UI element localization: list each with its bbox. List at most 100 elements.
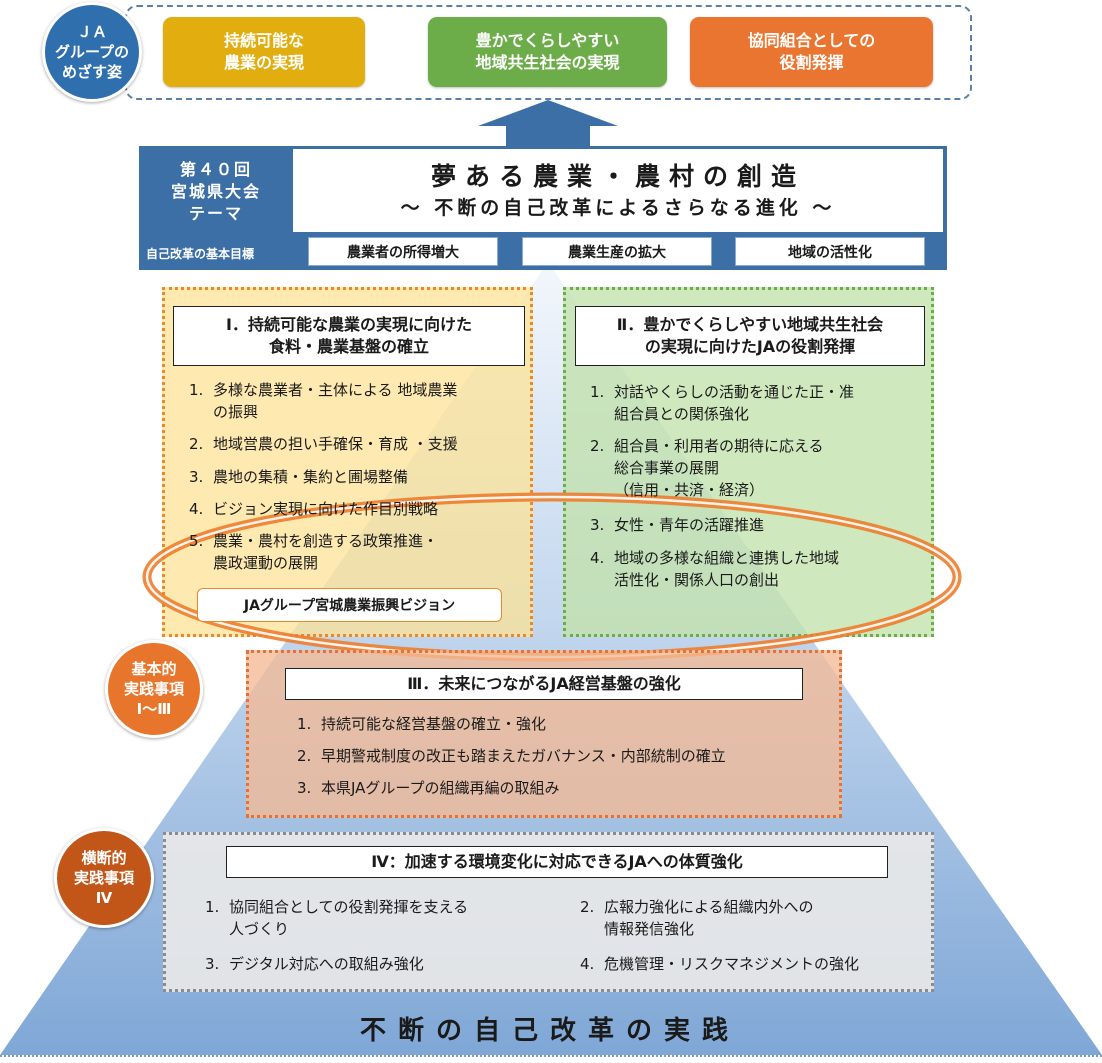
section-4-item-1: 1. 協同組合としての役割発揮を支える人づくり bbox=[205, 896, 555, 940]
item-text: 持続可能な経営基盤の確立・強化 bbox=[321, 715, 547, 733]
vision-box: JAグループ宮城農業振興ビジョン bbox=[197, 588, 502, 622]
item-line: 多様な農業者・主体による 地域農業 bbox=[213, 381, 458, 399]
item-text: デジタル対応への取組み強化 bbox=[229, 955, 424, 973]
item-line: 活性化・関係人口の創出 bbox=[614, 571, 780, 589]
badge-line: グループの bbox=[54, 43, 130, 61]
theme-label-line: 宮城県大会 bbox=[170, 182, 261, 201]
item-number: 2. bbox=[590, 437, 605, 455]
section-1-item-2: 2. 地域営農の担い手確保・育成 ・支援 bbox=[189, 433, 529, 455]
section-2-title: Ⅱ．豊かでくらしやすい地域共生社会 の実現に向けたJAの役割発揮 bbox=[575, 306, 925, 366]
goal-line: 持続可能な bbox=[223, 31, 304, 50]
ja-goal-badge: ＪＡ グループの めざす姿 bbox=[42, 2, 142, 102]
item-text: 農業・農村を創造する政策推進・農政運動の展開 bbox=[213, 530, 529, 574]
badge-line: めざす姿 bbox=[61, 63, 122, 81]
section-1-item-1: 1. 多様な農業者・主体による 地域農業の振興 bbox=[189, 379, 529, 423]
section-4-item-3: 3. デジタル対応への取組み強化 bbox=[205, 953, 555, 975]
item-number: 1. bbox=[189, 381, 204, 399]
section-3-item-2: 2. 早期警戒制度の改正も踏まえたガバナンス・内部統制の確立 bbox=[297, 745, 837, 767]
item-text: 協同組合としての役割発揮を支える人づくり bbox=[229, 896, 555, 940]
section-2-item-4: 4. 地域の多様な組織と連携した地域活性化・関係人口の創出 bbox=[590, 547, 925, 591]
goal-line: 豊かでくらしやすい bbox=[475, 31, 620, 50]
item-number: 2. bbox=[580, 898, 595, 916]
section-2-title-line: の実現に向けたJAの役割発揮 bbox=[644, 337, 856, 356]
badge-line: 横断的 bbox=[81, 849, 127, 867]
badge-line: Ⅰ～Ⅲ bbox=[136, 700, 172, 718]
item-line: 協同組合としての役割発揮を支える bbox=[229, 898, 469, 916]
item-line: 組合員・利用者の期待に応える bbox=[614, 437, 824, 455]
item-line: 地域の多様な組織と連携した地域 bbox=[614, 549, 840, 567]
item-number: 4. bbox=[590, 549, 605, 567]
goal-line: 地域共生社会の実現 bbox=[475, 53, 620, 72]
item-number: 3. bbox=[297, 779, 312, 797]
item-line: 広報力強化による組織内外への bbox=[604, 898, 814, 916]
item-text: 対話やくらしの活動を通じた正・准組合員との関係強化 bbox=[614, 381, 925, 425]
item-line: 農業・農村を創造する政策推進・ bbox=[213, 532, 439, 550]
theme-label-line: 第４０回 bbox=[179, 160, 252, 179]
up-arrow-icon bbox=[478, 100, 618, 148]
section-1-title-line: 食料・農業基盤の確立 bbox=[268, 337, 429, 356]
item-text: 広報力強化による組織内外への情報発信強化 bbox=[604, 896, 925, 940]
item-line: （信用・共済・経済） bbox=[614, 481, 765, 499]
item-text: 女性・青年の活躍推進 bbox=[614, 516, 765, 534]
basic-goal-label: 自己改革の基本目標 bbox=[146, 246, 255, 261]
item-number: 2. bbox=[297, 747, 312, 765]
item-line: 農政運動の展開 bbox=[213, 554, 319, 572]
item-number: 3. bbox=[205, 955, 220, 973]
item-line: 人づくり bbox=[229, 920, 290, 938]
item-number: 4. bbox=[189, 500, 204, 518]
cross-practice-badge: 横断的 実践事項 Ⅳ bbox=[54, 828, 154, 928]
item-text: 多様な農業者・主体による 地域農業の振興 bbox=[213, 379, 529, 423]
item-text: 地域営農の担い手確保・育成 ・支援 bbox=[213, 435, 458, 453]
item-number: 1. bbox=[205, 898, 220, 916]
item-text: 本県JAグループの組織再編の取組み bbox=[321, 779, 560, 797]
item-text: 早期警戒制度の改正も踏まえたガバナンス・内部統制の確立 bbox=[321, 747, 726, 765]
item-text: 農地の集積・集約と圃場整備 bbox=[213, 468, 409, 486]
item-number: 3. bbox=[189, 468, 204, 486]
section-2-item-2: 2. 組合員・利用者の期待に応える総合事業の展開 （信用・共済・経済） bbox=[590, 435, 925, 501]
pyramid-base-label: 不断の自己改革の実践 bbox=[359, 1015, 740, 1046]
goal-line: 農業の実現 bbox=[223, 53, 304, 72]
badge-line: 実践事項 bbox=[123, 680, 184, 698]
goal-sustainable-agriculture: 持続可能な 農業の実現 bbox=[163, 17, 365, 87]
section-1-item-4: 4. ビジョン実現に向けた作目別戦略 bbox=[189, 498, 529, 520]
item-text: ビジョン実現に向けた作目別戦略 bbox=[213, 500, 439, 518]
theme-main-title: 夢ある農業・農村の創造 bbox=[430, 161, 805, 191]
badge-line: 実践事項 bbox=[73, 869, 134, 887]
theme-label-line: テーマ bbox=[188, 204, 243, 223]
item-text: 組合員・利用者の期待に応える総合事業の展開 （信用・共済・経済） bbox=[614, 435, 925, 501]
section-1-item-5: 5. 農業・農村を創造する政策推進・農政運動の展開 bbox=[189, 530, 529, 574]
base-line bbox=[0, 1055, 1102, 1057]
section-3-title: Ⅲ．未来につながるJA経営基盤の強化 bbox=[285, 668, 803, 700]
section-2-item-3: 3. 女性・青年の活躍推進 bbox=[590, 514, 925, 536]
section-4-item-4: 4. 危機管理・リスクマネジメントの強化 bbox=[580, 953, 925, 975]
item-number: 1. bbox=[297, 715, 312, 733]
section-4-item-2: 2. 広報力強化による組織内外への情報発信強化 bbox=[580, 896, 925, 940]
badge-line: Ⅳ bbox=[95, 889, 113, 907]
goal-regional-society: 豊かでくらしやすい 地域共生社会の実現 bbox=[428, 17, 667, 87]
section-1-title-line: Ⅰ．持続可能な農業の実現に向けた bbox=[226, 315, 472, 334]
section-1-item-3: 3. 農地の集積・集約と圃場整備 bbox=[189, 466, 529, 488]
section-4-title: Ⅳ：加速する環境変化に対応できるJAへの体質強化 bbox=[226, 846, 888, 878]
goal-line: 役割発揮 bbox=[779, 53, 844, 72]
item-number: 2. bbox=[189, 435, 204, 453]
item-number: 4. bbox=[580, 955, 595, 973]
item-line: 対話やくらしの活動を通じた正・准 bbox=[614, 383, 855, 401]
badge-line: ＪＡ bbox=[76, 23, 107, 41]
item-line: 情報発信強化 bbox=[604, 920, 695, 938]
basic-goal-income: 農業者の所得増大 bbox=[308, 237, 498, 266]
theme-label: 第４０回 宮城県大会 テーマ bbox=[146, 152, 286, 232]
basic-practice-badge: 基本的 実践事項 Ⅰ～Ⅲ bbox=[105, 640, 203, 738]
basic-goal-regional: 地域の活性化 bbox=[735, 237, 925, 266]
item-text: 地域の多様な組織と連携した地域活性化・関係人口の創出 bbox=[614, 547, 925, 591]
basic-goal-production: 農業生産の拡大 bbox=[522, 237, 712, 266]
theme-subtitle: ～ 不断の自己改革によるさらなる進化 ～ bbox=[400, 196, 836, 219]
theme-box: 夢ある農業・農村の創造 ～ 不断の自己改革によるさらなる進化 ～ bbox=[293, 149, 943, 232]
item-number: 5. bbox=[189, 532, 204, 550]
item-line: 総合事業の展開 bbox=[614, 459, 720, 477]
goal-line: 協同組合としての bbox=[747, 31, 876, 50]
section-2-item-1: 1. 対話やくらしの活動を通じた正・准組合員との関係強化 bbox=[590, 381, 925, 425]
section-3-item-1: 1. 持続可能な経営基盤の確立・強化 bbox=[297, 713, 837, 735]
section-1-title: Ⅰ．持続可能な農業の実現に向けた 食料・農業基盤の確立 bbox=[173, 306, 525, 366]
item-number: 1. bbox=[590, 383, 605, 401]
item-text: 危機管理・リスクマネジメントの強化 bbox=[604, 955, 860, 973]
